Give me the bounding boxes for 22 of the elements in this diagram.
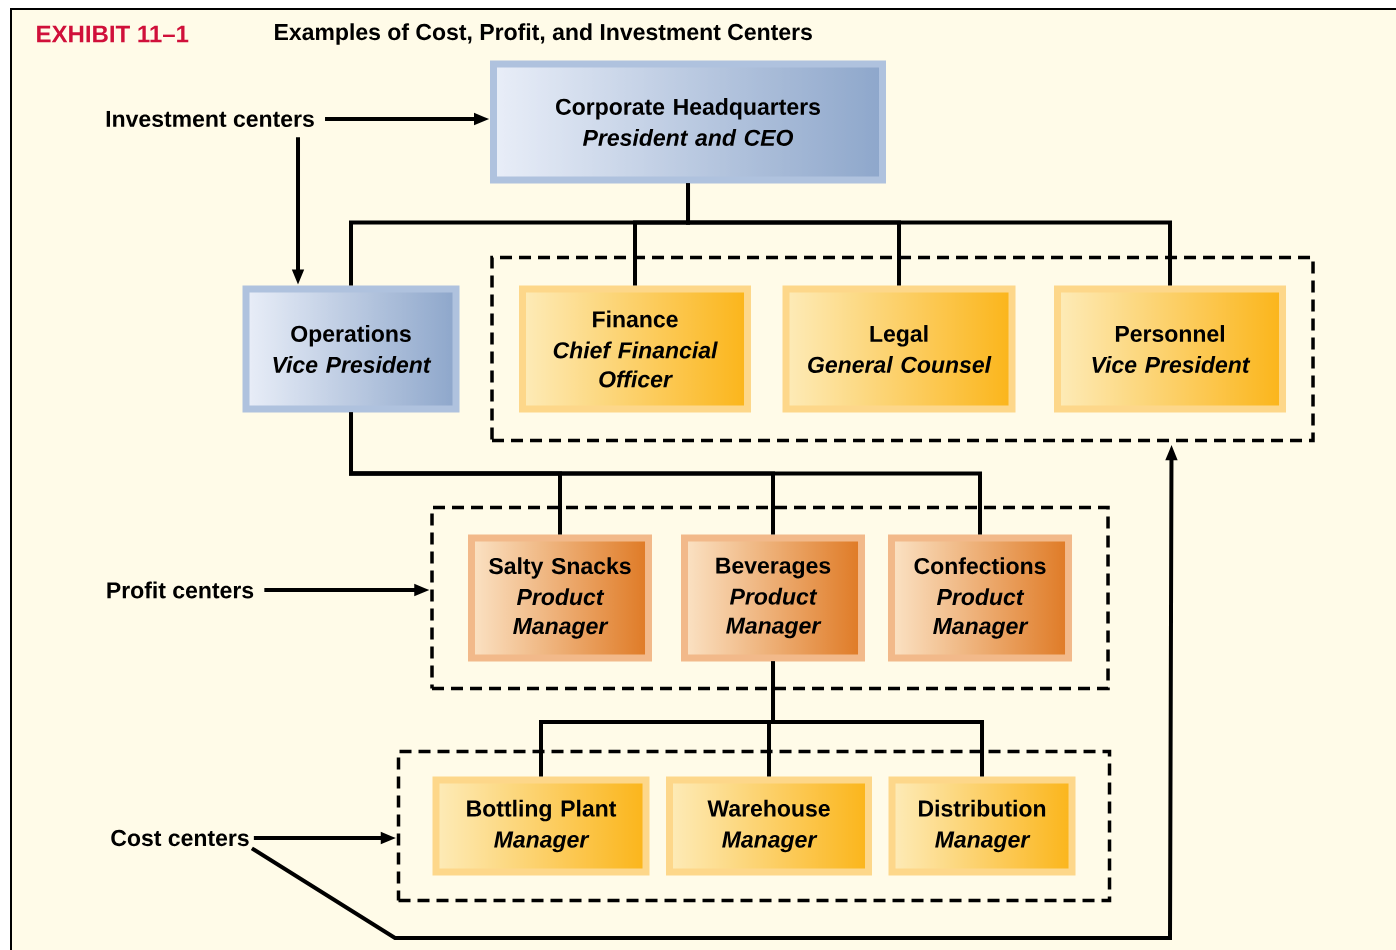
title: Examples of Cost, Profit, and Investment Centers xyxy=(275,23,812,45)
center-label: Investment centers xyxy=(106,110,314,127)
center-label: Cost centers xyxy=(111,829,249,847)
center-label: Profit centers xyxy=(107,581,254,599)
connector-line xyxy=(349,412,982,535)
org-box: Personnel Vice President xyxy=(1054,285,1286,413)
org-box: Beverages Product Manager xyxy=(681,534,865,662)
dashed-group-box xyxy=(490,255,1315,443)
dashed-group-box xyxy=(396,749,1112,903)
exhibit-number: EXHIBIT 11–1 xyxy=(37,25,189,43)
org-box: Bottling Plant Manager xyxy=(432,776,650,876)
dashed-group-box xyxy=(430,505,1110,691)
connector-line xyxy=(686,183,1172,286)
connector-line xyxy=(771,661,984,777)
org-box: Operations Vice President xyxy=(242,285,460,413)
org-box: Finance Chief Financial Officer xyxy=(519,285,751,413)
org-box: Distribution Manager xyxy=(888,776,1076,876)
org-box: Salty Snacks Product Manager xyxy=(468,534,652,662)
org-box: Corporate Headquarters President and CEO xyxy=(490,60,886,184)
org-box: Warehouse Manager xyxy=(666,776,872,876)
org-box: Confections Product Manager xyxy=(888,534,1072,662)
org-box: Legal General Counsel xyxy=(782,285,1016,413)
